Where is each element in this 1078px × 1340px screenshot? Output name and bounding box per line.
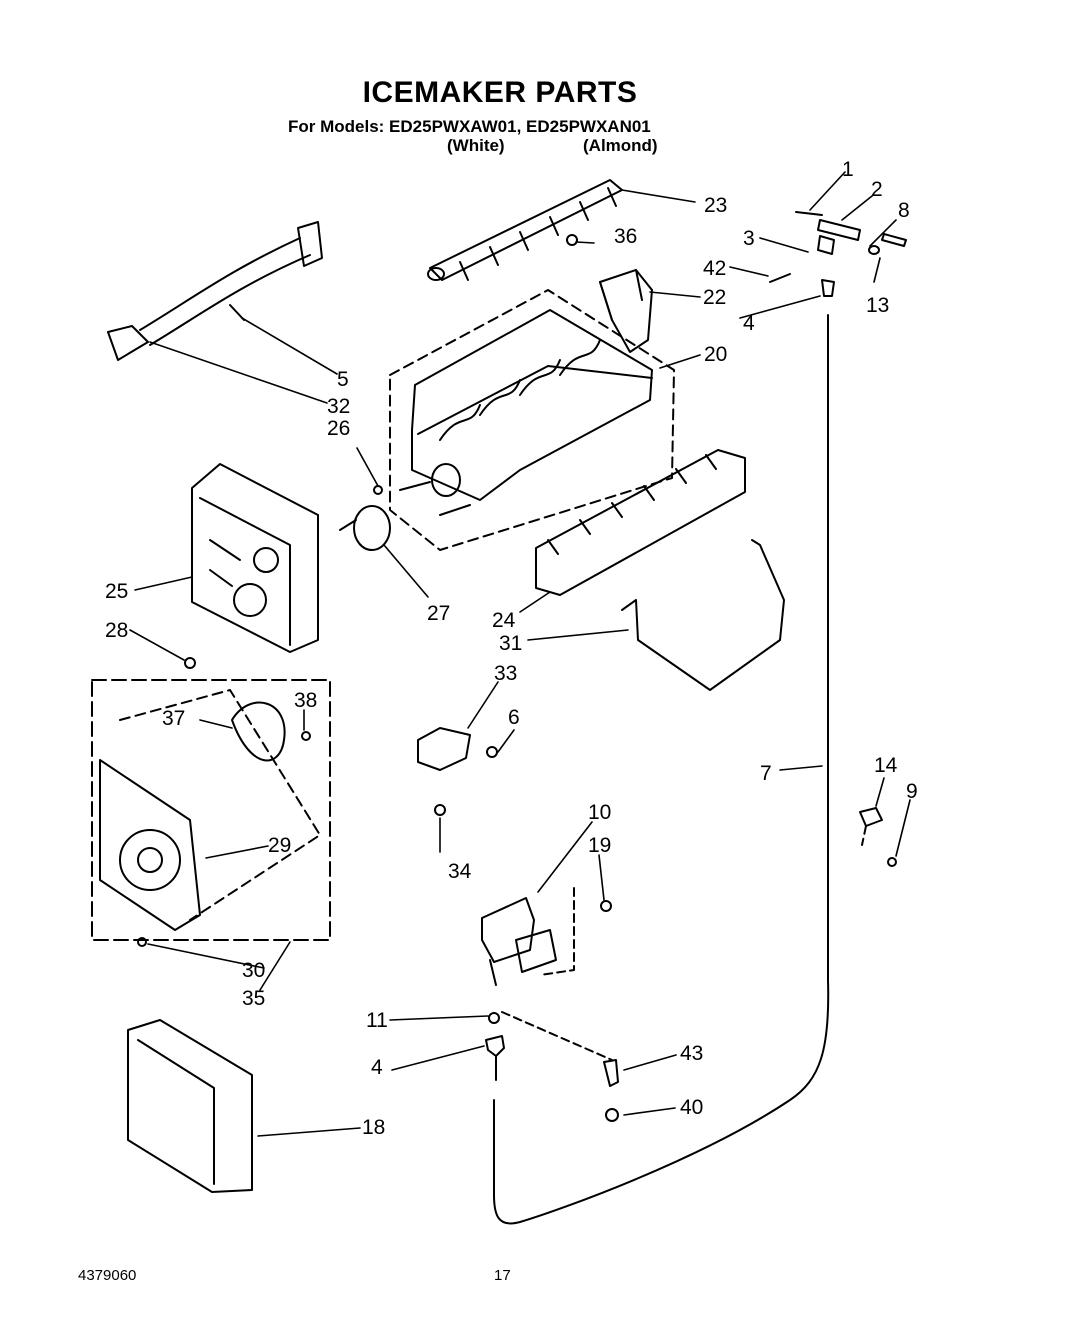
callout-38: 38 xyxy=(294,689,317,712)
screw-34 xyxy=(434,804,446,816)
shield xyxy=(127,1019,253,1193)
callout-40: 40 xyxy=(680,1096,703,1119)
wiring-harness xyxy=(107,221,323,361)
callout-32: 32 xyxy=(327,395,350,418)
callout-14: 14 xyxy=(874,754,898,777)
callout-27: 27 xyxy=(427,602,450,625)
color-label-almond: (Almond) xyxy=(583,136,658,155)
stripper xyxy=(535,449,746,596)
callout-1: 1 xyxy=(842,158,854,181)
callout-6: 6 xyxy=(508,706,520,729)
callout-34: 34 xyxy=(448,860,472,883)
leader-lines xyxy=(129,171,911,1137)
callout-43: 43 xyxy=(680,1042,703,1065)
motor xyxy=(339,505,391,551)
mounting-cover xyxy=(417,727,471,771)
callout-10: 10 xyxy=(588,801,611,824)
ice-mold xyxy=(399,309,653,516)
nut-40 xyxy=(605,1108,619,1122)
callout-23: 23 xyxy=(704,194,727,217)
callout-36: 36 xyxy=(614,225,637,248)
doc-number: 4379060 xyxy=(78,1267,137,1284)
page-title: ICEMAKER PARTS xyxy=(362,76,638,109)
screw-36 xyxy=(566,234,578,246)
callout-labels: 1 2 8 3 42 13 4 23 36 22 20 5 32 26 25 2… xyxy=(105,158,918,1139)
callout-20: 20 xyxy=(704,343,727,366)
callout-26: 26 xyxy=(327,417,350,440)
clamp-14 xyxy=(859,807,883,827)
washer-11 xyxy=(488,1012,500,1024)
callout-11: 11 xyxy=(366,1009,388,1032)
callout-25: 25 xyxy=(105,580,128,603)
callout-2: 2 xyxy=(871,178,883,201)
screw-6 xyxy=(486,746,498,758)
bail-arm xyxy=(621,539,785,691)
screw-28 xyxy=(184,657,196,669)
callout-30: 30 xyxy=(242,959,265,982)
valve-fittings xyxy=(769,211,907,297)
control-housing xyxy=(191,463,319,653)
screw-38 xyxy=(301,731,311,741)
tube-fitting-lower xyxy=(485,1035,505,1057)
screw-19 xyxy=(600,900,612,912)
callout-19: 19 xyxy=(588,834,611,857)
water-valve xyxy=(481,887,575,986)
callout-4b: 4 xyxy=(371,1056,383,1079)
callout-7: 7 xyxy=(760,762,772,785)
mold-group-box xyxy=(389,289,675,551)
callout-8: 8 xyxy=(898,199,910,222)
fitting-guide xyxy=(501,1011,613,1061)
callout-33: 33 xyxy=(494,662,517,685)
callout-5: 5 xyxy=(337,368,349,391)
fill-cup xyxy=(599,269,653,353)
screw-30 xyxy=(137,937,147,947)
callout-42: 42 xyxy=(703,257,726,280)
models-line: For Models: ED25PWXAW01, ED25PWXAN01 xyxy=(288,117,651,136)
clip-26 xyxy=(373,485,383,495)
callout-18: 18 xyxy=(362,1116,385,1139)
module-assembly xyxy=(91,679,331,941)
callout-13: 13 xyxy=(866,294,889,317)
ejector-shaft xyxy=(427,179,623,281)
callout-28: 28 xyxy=(105,619,128,642)
insert-43 xyxy=(603,1059,619,1087)
water-tube xyxy=(493,314,830,1225)
callout-35: 35 xyxy=(242,987,265,1010)
callout-3: 3 xyxy=(743,227,755,250)
callout-22: 22 xyxy=(703,286,726,309)
callout-31: 31 xyxy=(499,632,522,655)
callout-37: 37 xyxy=(162,707,185,730)
callout-24: 24 xyxy=(492,609,516,632)
screw-9 xyxy=(887,857,897,867)
callout-4: 4 xyxy=(743,312,755,335)
callout-29: 29 xyxy=(268,834,291,857)
page-number: 17 xyxy=(494,1267,511,1284)
callout-9: 9 xyxy=(906,780,918,803)
color-label-white: (White) xyxy=(447,136,505,155)
